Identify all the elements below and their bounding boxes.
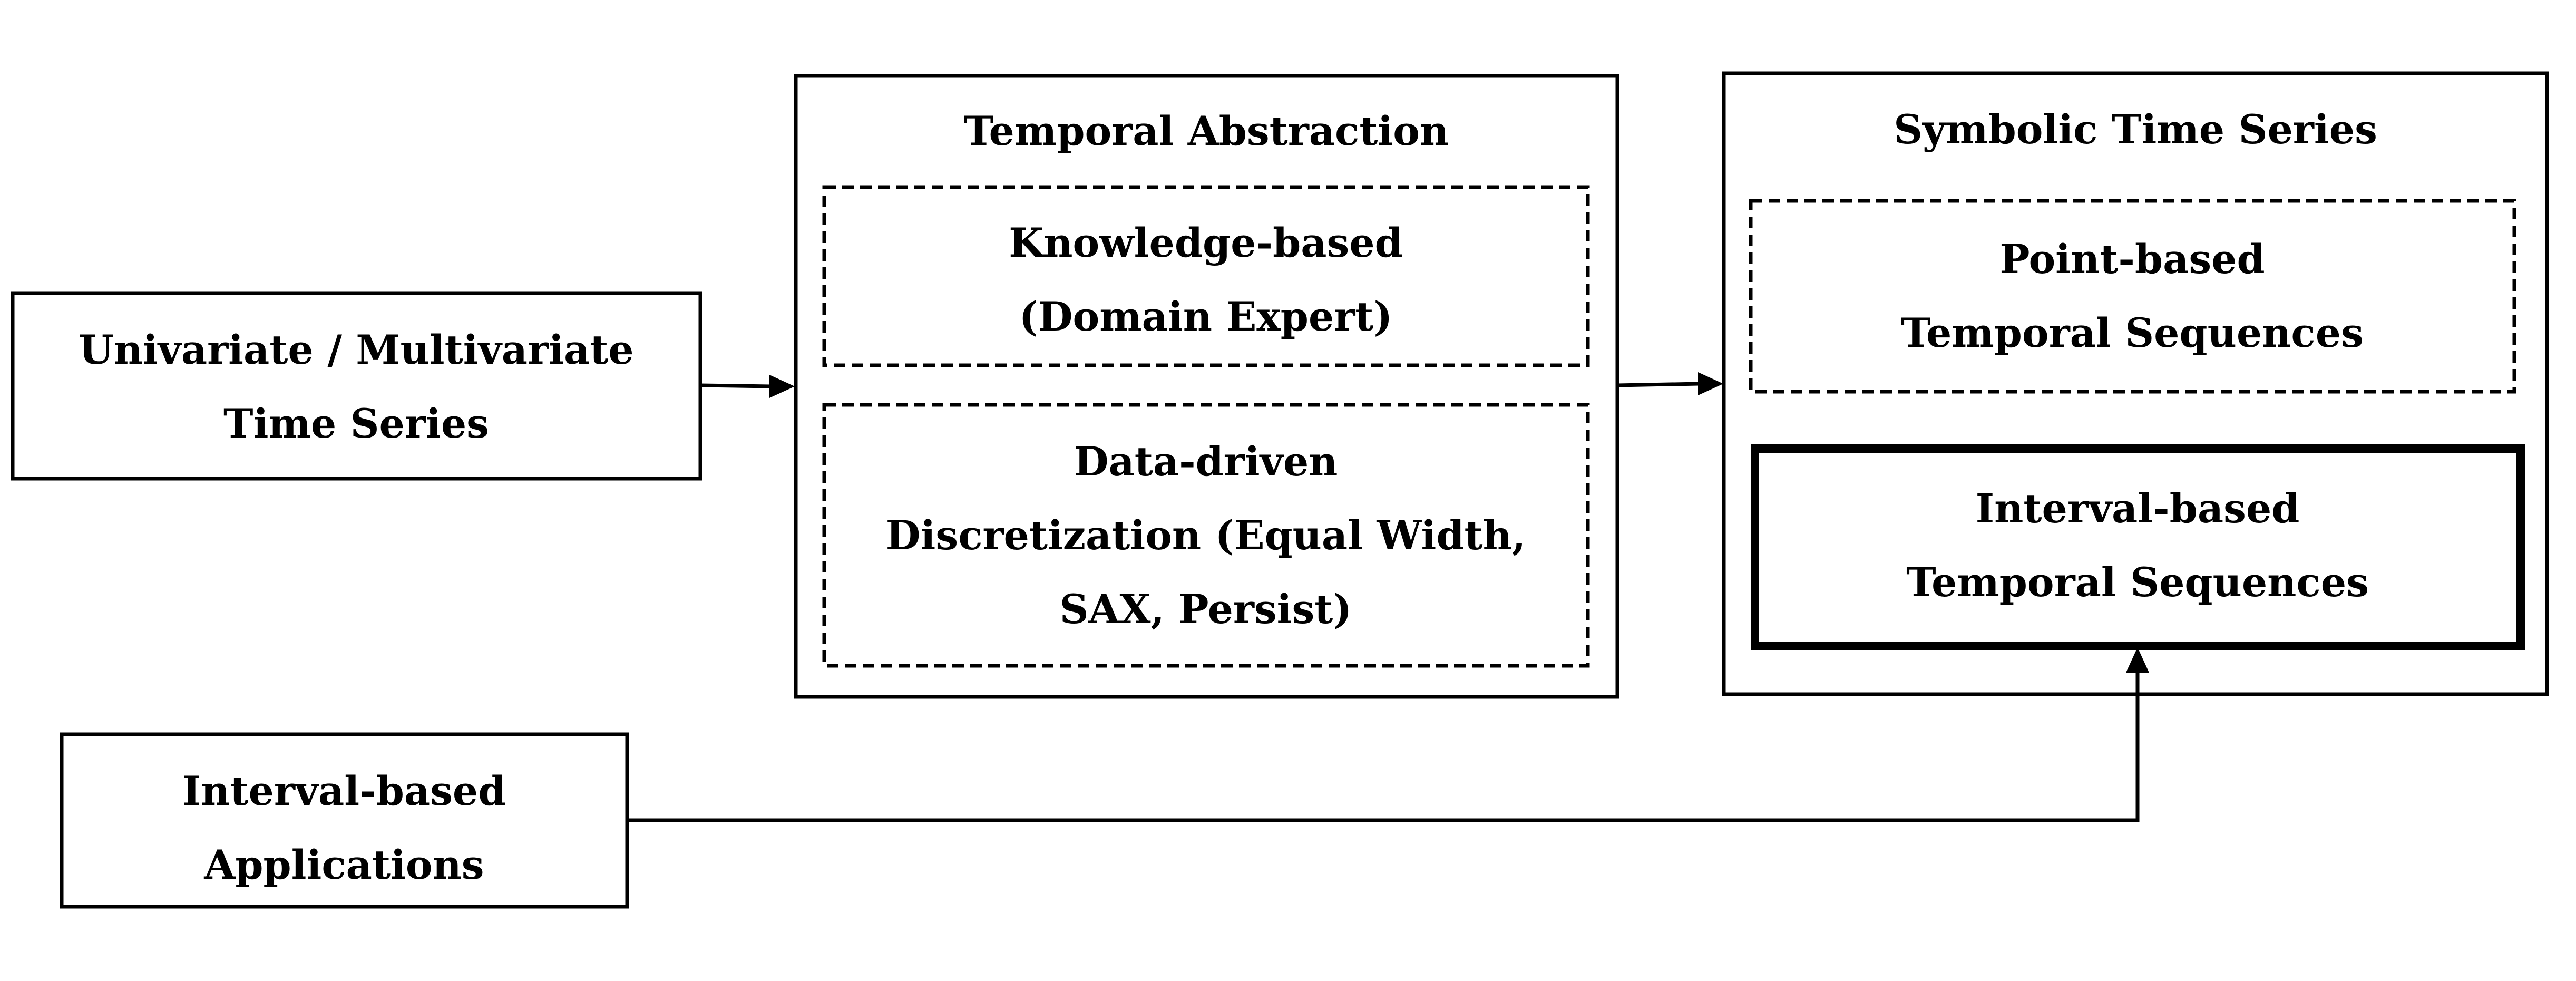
- arrow-input-to-abstraction: [700, 375, 795, 398]
- interval-based-box: [1751, 444, 2525, 650]
- data-driven-line3: SAX, Persist): [1060, 586, 1352, 633]
- knowledge-based-box: [822, 185, 1590, 367]
- arrow-abstraction-to-symbolic-line: [1617, 382, 1700, 387]
- arrow-applications-to-interval-based: [627, 647, 2149, 822]
- arrow-input-to-abstraction-line: [700, 383, 771, 388]
- input-time-series-node: Univariate / Multivariate Time Series: [11, 291, 702, 481]
- interval-applications-line1: Interval-based: [182, 768, 506, 814]
- point-based-line1: Point-based: [1999, 236, 2265, 283]
- interval-applications-node: Interval-based Applications: [60, 732, 629, 909]
- input-time-series-line2: Time Series: [223, 400, 489, 447]
- point-based-node: Point-based Temporal Sequences: [1749, 199, 2516, 394]
- arrow-abstraction-to-symbolic: [1617, 372, 1723, 395]
- interval-based-node: Interval-based Temporal Sequences: [1751, 444, 2525, 650]
- input-time-series-box: [11, 291, 702, 481]
- knowledge-based-line2: (Domain Expert): [1019, 293, 1393, 340]
- data-driven-box: [822, 403, 1590, 668]
- point-based-line2: Temporal Sequences: [1901, 309, 2364, 356]
- interval-applications-box: [60, 732, 629, 909]
- arrow-abstraction-to-symbolic-head: [1698, 372, 1723, 395]
- interval-based-line1: Interval-based: [1976, 485, 2300, 532]
- temporal-abstraction-title: Temporal Abstraction: [964, 108, 1449, 154]
- arrow-input-to-abstraction-head: [769, 375, 795, 398]
- input-time-series-line1: Univariate / Multivariate: [79, 326, 633, 373]
- point-based-box: [1749, 199, 2516, 394]
- data-driven-node: Data-driven Discretization (Equal Width,…: [822, 403, 1590, 668]
- temporal-abstraction-group: Temporal Abstraction Knowledge-based (Do…: [794, 74, 1619, 699]
- symbolic-time-series-group: Symbolic Time Series Point-based Tempora…: [1722, 71, 2549, 696]
- symbolic-time-series-title: Symbolic Time Series: [1894, 106, 2377, 153]
- data-driven-line2: Discretization (Equal Width,: [886, 512, 1526, 559]
- interval-applications-line2: Applications: [203, 841, 484, 888]
- arrow-applications-to-interval-based-line: [627, 672, 2140, 822]
- knowledge-based-line1: Knowledge-based: [1009, 219, 1403, 266]
- interval-based-line2: Temporal Sequences: [1906, 559, 2369, 606]
- arrow-applications-to-interval-based-head: [2126, 647, 2149, 673]
- data-driven-line1: Data-driven: [1074, 438, 1338, 485]
- knowledge-based-node: Knowledge-based (Domain Expert): [822, 185, 1590, 367]
